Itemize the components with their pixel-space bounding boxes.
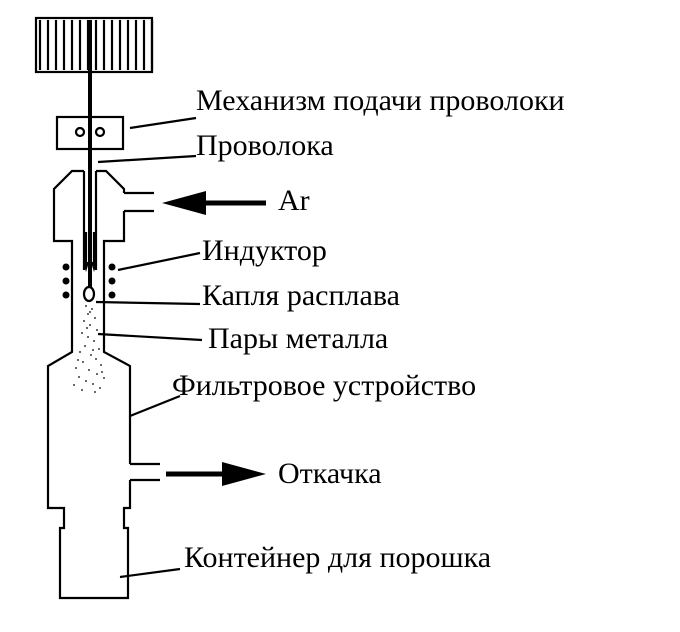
- label-droplet: Капля расплава: [202, 279, 400, 312]
- label-pump: Откачка: [278, 457, 382, 490]
- label-filter: Фильтровое устройство: [172, 369, 476, 402]
- reactor-chamber: [46, 169, 160, 600]
- label-wire: Проволока: [196, 129, 334, 162]
- inductor-coil-icon: [62, 263, 116, 299]
- label-feeder: Механизм подачи проволоки: [196, 84, 565, 117]
- leader-lines: [95, 116, 203, 579]
- arrow-right-icon: [166, 462, 266, 486]
- metal-vapor-particles: [73, 305, 105, 393]
- label-vapor: Пары металла: [208, 322, 388, 355]
- label-inductor: Индуктор: [202, 234, 327, 267]
- flow-arrows: [83, 232, 97, 272]
- molten-droplet: [82, 285, 96, 303]
- feed-rollers-icon: [55, 115, 125, 151]
- arrow-left-icon: [162, 191, 266, 215]
- label-argon: Ar: [278, 184, 310, 217]
- wire-spool-icon: [34, 16, 154, 74]
- label-container: Контейнер для порошка: [184, 541, 491, 574]
